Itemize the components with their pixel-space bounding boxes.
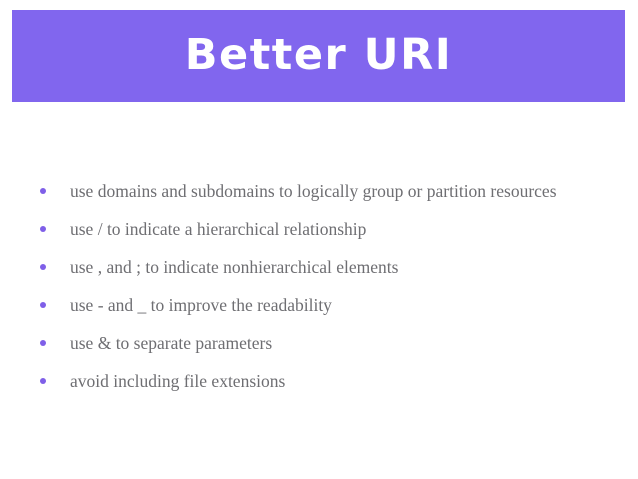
list-item-label: use / to indicate a hierarchical relatio…	[70, 219, 367, 239]
title-banner: Better URI	[12, 10, 625, 102]
list-item: use - and _ to improve the readability	[0, 286, 638, 324]
list-item-label: use , and ; to indicate nonhierarchical …	[70, 257, 399, 277]
list-item: use / to indicate a hierarchical relatio…	[0, 210, 638, 248]
bullet-dot-icon	[40, 302, 46, 308]
list-item-label: use - and _ to improve the readability	[70, 295, 332, 315]
bullet-dot-icon	[40, 264, 46, 270]
list-item: use & to separate parameters	[0, 324, 638, 362]
list-item-label: avoid including file extensions	[70, 371, 286, 391]
list-item: avoid including file extensions	[0, 362, 638, 400]
list-item: use , and ; to indicate nonhierarchical …	[0, 248, 638, 286]
bullet-dot-icon	[40, 226, 46, 232]
bullet-dot-icon	[40, 340, 46, 346]
list-item: use domains and subdomains to logically …	[0, 172, 638, 210]
bullet-dot-icon	[40, 378, 46, 384]
bullet-dot-icon	[40, 188, 46, 194]
page-title: Better URI	[184, 29, 453, 80]
bullet-list: use domains and subdomains to logically …	[0, 172, 638, 400]
list-item-label: use domains and subdomains to logically …	[70, 181, 557, 201]
list-item-label: use & to separate parameters	[70, 333, 273, 353]
